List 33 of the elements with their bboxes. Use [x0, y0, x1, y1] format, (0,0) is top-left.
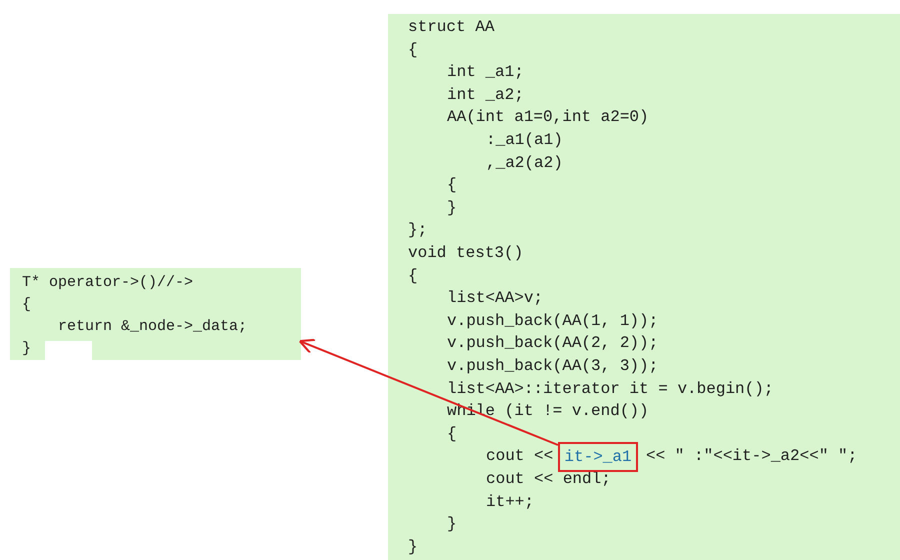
code-line: { [408, 40, 418, 60]
code-line: it++; [486, 492, 534, 512]
code-line: { [408, 266, 418, 286]
code-line: return &_node->_data; [58, 317, 248, 337]
code-panel [10, 268, 301, 360]
code-line: T* operator->()//-> [22, 273, 194, 293]
code-line: list<AA>v; [447, 288, 544, 308]
code-line: } [408, 536, 418, 557]
code-line: }; [408, 220, 428, 240]
code-line: :_a1(a1) [486, 130, 563, 150]
code-line: list<AA>::iterator it = v.begin(); [447, 378, 774, 399]
code-line: v.push_back(AA(2, 2)); [447, 333, 658, 354]
code-line: { [22, 295, 32, 315]
code-panel [388, 14, 900, 560]
arrow [298, 338, 558, 446]
code-line: cout << endl; [486, 469, 611, 489]
code-line: void test3() [408, 243, 524, 263]
code-text: it->_a1 [564, 447, 632, 467]
code-line: ,_a2(a2) [486, 152, 563, 173]
code-line: AA(int a1=0,int a2=0) [447, 107, 649, 128]
code-line: int _a1; [447, 62, 524, 82]
code-line: struct AA [408, 17, 494, 37]
code-line: int _a2; [447, 84, 524, 105]
code-line: { [447, 424, 457, 444]
code-line: << " :"<<it->_a2<<" "; [646, 446, 858, 466]
code-line: } [447, 514, 457, 534]
code-line: } [22, 339, 32, 359]
code-line: } [447, 198, 457, 218]
code-line: { [447, 175, 457, 196]
code-line: v.push_back(AA(1, 1)); [447, 310, 658, 331]
code-line: v.push_back(AA(3, 3)); [447, 356, 658, 376]
highlight-box [558, 442, 638, 472]
code-line: cout << [486, 446, 554, 466]
